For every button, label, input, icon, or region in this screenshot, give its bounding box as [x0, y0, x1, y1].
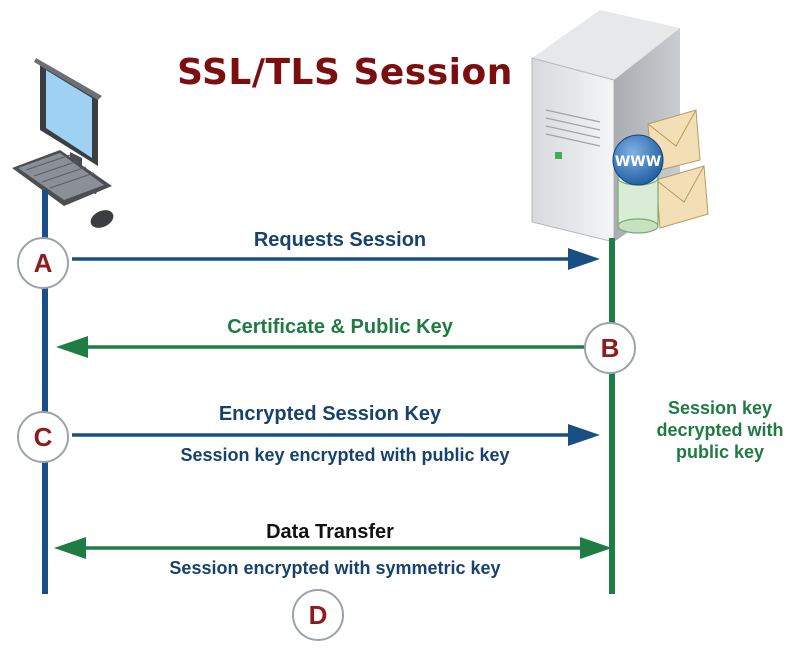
step-a-circle: A — [17, 237, 69, 289]
diagram-title: SSL/TLS Session — [177, 52, 513, 93]
server-decrypt-note: Session key decrypted with public key — [656, 398, 784, 462]
step-d-circle: D — [292, 589, 344, 641]
server-power-led-icon — [555, 152, 562, 159]
step-a-label: Requests Session — [253, 229, 427, 251]
step-d-label: Data Transfer — [266, 521, 394, 543]
client-computer-icon — [12, 58, 114, 228]
step-c-sublabel: Session key encrypted with public key — [180, 445, 510, 465]
step-b-circle: B — [584, 322, 636, 374]
server-icon: WWW — [531, 10, 709, 243]
certificate-arrow — [56, 336, 586, 358]
request-session-arrow — [72, 248, 600, 270]
encrypted-session-key-arrow — [72, 424, 600, 446]
step-d-sublabel: Session encrypted with symmetric key — [169, 558, 501, 578]
step-b-label: Certificate & Public Key — [227, 316, 453, 338]
step-c-label: Encrypted Session Key — [218, 403, 442, 425]
data-transfer-arrow — [54, 537, 612, 559]
step-c-circle: C — [17, 411, 69, 463]
www-globe-icon: WWW — [612, 134, 664, 234]
www-badge: WWW — [615, 154, 661, 170]
